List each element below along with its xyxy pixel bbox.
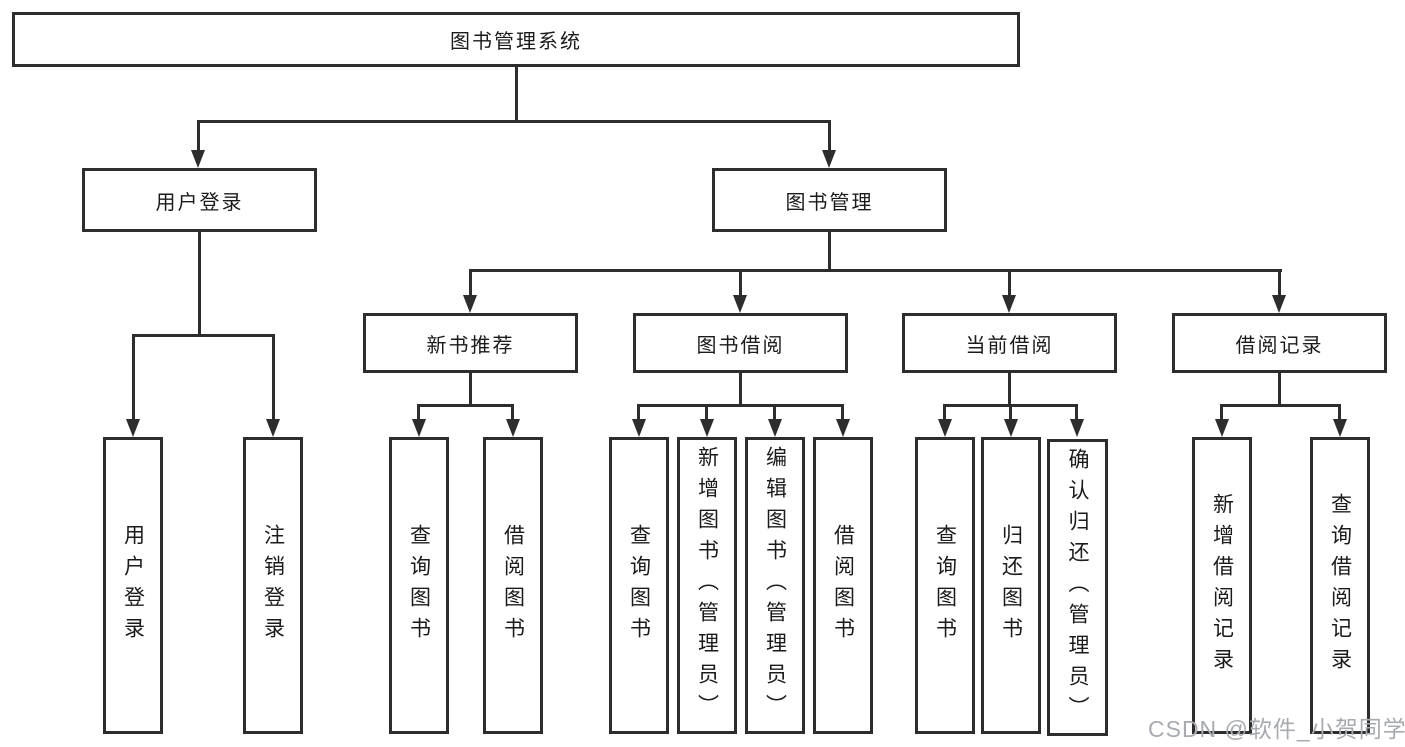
connector-trunk [469,373,472,407]
leaf-logout: 注销登录 [243,437,303,734]
connector-stem [132,334,135,421]
connector-trunk [198,232,201,336]
connector-stem [828,120,831,152]
arrowhead-icon [632,419,646,437]
connector-stem [469,269,472,297]
leaf-edit-books-admin: 编辑图书（管理员） [745,437,805,734]
arrowhead-icon [191,150,205,168]
arrowhead-icon [1070,419,1084,437]
connector-bar [1220,404,1341,407]
connector-trunk [1008,373,1011,407]
arrowhead-icon [1002,295,1016,313]
connector-stem [511,404,514,423]
connector-root-trunk [515,67,518,122]
connector-bar [132,334,275,337]
node-book-management: 图书管理 [712,168,947,232]
connector-stem [705,404,708,423]
connector-trunk [739,373,742,407]
connector-stem [272,334,275,421]
connector-stem [1008,269,1011,297]
leaf-add-books-admin: 新增图书（管理员） [677,437,737,734]
arrowhead-icon [938,419,952,437]
arrowhead-icon [463,295,477,313]
connector-stem [773,404,776,423]
arrowhead-icon [768,419,782,437]
node-book-borrow: 图书借阅 [633,313,848,373]
node-new-book-recommend: 新书推荐 [363,313,578,373]
arrowhead-icon [412,419,426,437]
leaf-query-books: 查询图书 [609,437,669,734]
connector-stem [1278,269,1281,297]
connector-trunk [1278,373,1281,407]
node-current-borrow: 当前借阅 [902,313,1117,373]
arrowhead-icon [266,419,280,437]
arrowhead-icon [836,419,850,437]
leaf-confirm-return-admin: 确认归还（管理员） [1047,439,1108,736]
arrowhead-icon [506,419,520,437]
connector-stem [197,120,200,152]
leaf-add-borrow-record: 新增借阅记录 [1192,437,1252,734]
leaf-borrow-books: 借阅图书 [813,437,873,734]
leaf-query-borrow-record: 查询借阅记录 [1310,437,1370,734]
arrowhead-icon [126,419,140,437]
connector-trunk [828,232,831,272]
arrowhead-icon [1272,295,1286,313]
arrowhead-icon [1215,419,1229,437]
leaf-user-login: 用户登录 [103,437,163,734]
leaf-query-books: 查询图书 [389,437,449,734]
connector-bar [417,404,514,407]
root-node: 图书管理系统 [12,12,1020,67]
leaf-borrow-books: 借阅图书 [483,437,543,734]
node-user-login: 用户登录 [82,168,317,232]
connector-stem [1075,404,1078,423]
connector-level1-bar [198,120,831,123]
arrowhead-icon [1004,419,1018,437]
arrowhead-icon [1333,419,1347,437]
node-borrow-record: 借阅记录 [1172,313,1387,373]
connector-stem [1220,404,1223,423]
connector-stem [841,404,844,423]
leaf-query-books: 查询图书 [915,437,975,734]
connector-stem [1009,404,1012,423]
leaf-return-books: 归还图书 [981,437,1041,734]
arrowhead-icon [733,295,747,313]
connector-stem [637,404,640,423]
connector-stem [943,404,946,423]
connector-stem [739,269,742,297]
connector-stem [1338,404,1341,423]
connector-stem [417,404,420,423]
arrowhead-icon [822,150,836,168]
csdn-watermark: CSDN @软件_小贺同学 [1148,716,1405,742]
connector-bar [469,269,1282,272]
connector-bar [637,404,844,407]
arrowhead-icon [700,419,714,437]
